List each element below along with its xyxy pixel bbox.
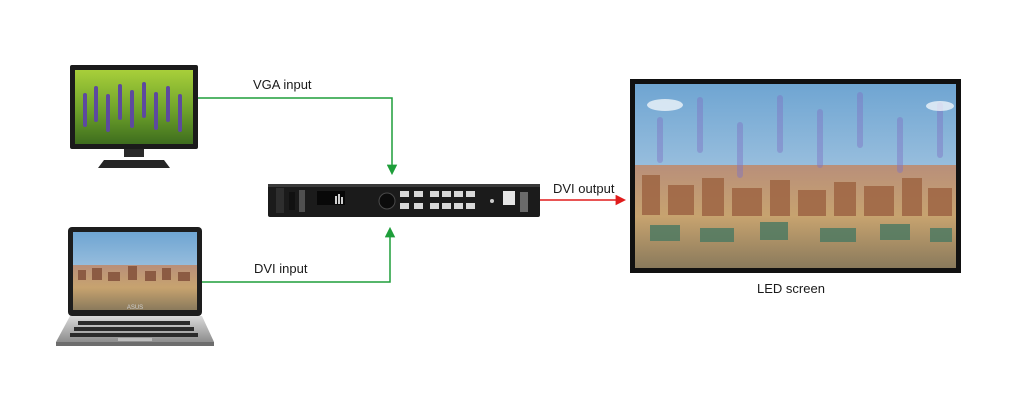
dvi-input-label: DVI input <box>254 261 308 276</box>
led-screen-icon <box>630 79 961 273</box>
led-screen-label: LED screen <box>757 281 825 296</box>
lavender-flowers <box>83 82 182 132</box>
video-processor-icon <box>268 184 540 217</box>
dvi-input-arrow <box>202 226 396 283</box>
monitor-icon <box>70 65 198 168</box>
vga-input-arrow <box>198 97 398 176</box>
vga-input-label: VGA input <box>253 77 312 92</box>
laptop-brand: ASUS <box>127 305 143 311</box>
laptop-icon: ASUS <box>56 227 214 346</box>
dvi-output-label: DVI output <box>553 181 615 196</box>
